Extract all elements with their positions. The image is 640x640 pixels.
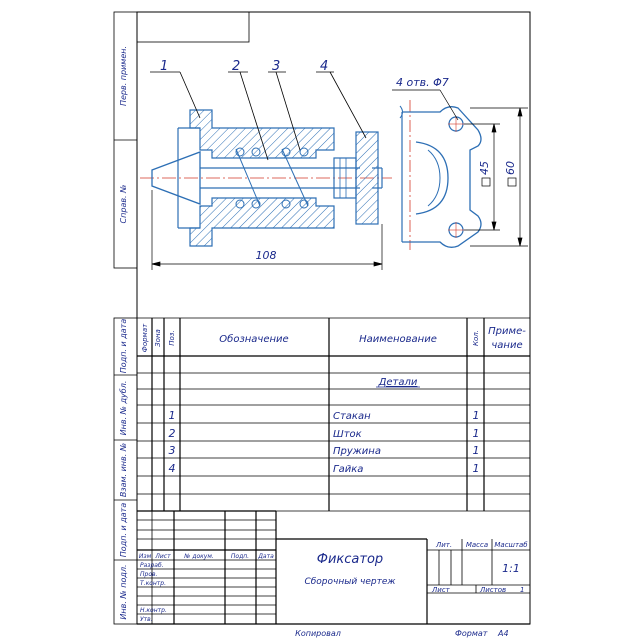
spec-section-title: Детали — [378, 377, 418, 388]
spec-row-qty: 1 — [473, 427, 480, 440]
spec-row-qty: 1 — [473, 409, 480, 422]
spec-row-3: 3 Пружина 1 — [169, 444, 480, 457]
tb-listov-label: Листов — [479, 586, 506, 594]
holes-note: 4 отв. Φ7 — [396, 76, 449, 89]
leader-label-2: 2 — [232, 59, 240, 74]
tb-list-label: Лист — [431, 586, 451, 594]
tb-header-doc: № докум. — [183, 553, 214, 560]
tb-header-data: Дата — [257, 553, 274, 560]
dimension-45: 45 — [478, 161, 491, 175]
side-labels: Перв. примен. Справ. № Подп. и дата Инв.… — [119, 46, 128, 620]
spec-row-pos: 4 — [169, 462, 176, 475]
spec-header-zone: Зона — [154, 329, 162, 347]
specification-table — [137, 317, 530, 512]
side-label-column — [114, 139, 137, 561]
spec-row-pos: 1 — [169, 409, 176, 422]
side-label-perv-primen: Перв. примен. — [119, 46, 128, 106]
leader-label-3: 3 — [272, 59, 280, 74]
tb-role-razrab: Разраб. — [140, 562, 164, 569]
tb-role-prov: Пров. — [140, 571, 158, 578]
title-block-roles: Разраб. Пров. Т.контр. Н.контр. Утв. — [140, 562, 167, 623]
spec-header-pos: Поз. — [168, 330, 176, 346]
side-label-sprav-no: Справ. № — [119, 185, 128, 224]
spec-header-name: Наименование — [359, 334, 437, 345]
dimension-60: 60 — [504, 161, 517, 175]
side-label-podp-data-top: Подп. и дата — [119, 319, 128, 374]
document-title: Фиксатор — [317, 552, 383, 567]
tb-lit-label: Лит. — [435, 541, 452, 549]
spec-row-4: 4 Гайка 1 — [169, 462, 480, 475]
spec-header-format: Формат — [141, 323, 149, 352]
dimension-length-value: 108 — [256, 249, 277, 262]
spec-row-qty: 1 — [473, 444, 480, 457]
spec-row-2: 2 Шток 1 — [169, 427, 480, 440]
spec-header-note-2: чание — [491, 340, 522, 351]
part-1-housing — [177, 109, 335, 247]
side-label-podp-data-bottom: Подп. и дата — [119, 503, 128, 558]
dimension-length — [151, 190, 383, 270]
tb-role-nkontr: Н.контр. — [140, 607, 167, 614]
part-3-spring — [235, 147, 309, 209]
part-2-rod — [200, 167, 360, 189]
tb-role-tkontr: Т.контр. — [140, 580, 166, 587]
spec-header-row: Формат Зона Поз. Обозначение Наименовани… — [141, 323, 526, 352]
assembly-section-view: 1 2 3 4 108 — [140, 59, 392, 270]
tb-role-utv: Утв. — [140, 616, 153, 623]
spec-header-designation: Обозначение — [219, 333, 288, 345]
leader-label-1: 1 — [160, 59, 168, 74]
title-block-header: Изм Лист № докум. Подп. Дата — [139, 553, 274, 560]
tb-header-list: Лист — [154, 553, 171, 560]
tb-massa-label: Масса — [466, 541, 488, 549]
side-label-inv-dubl: Инв. № дубл. — [119, 381, 128, 436]
spec-row-1: 1 Стакан 1 — [169, 409, 480, 422]
spec-header-note-1: Приме- — [488, 326, 526, 337]
tb-header-izm: Изм — [139, 553, 152, 560]
spec-row-name: Стакан — [333, 411, 371, 422]
spec-row-pos: 2 — [169, 427, 176, 440]
spec-row-name: Шток — [333, 429, 362, 440]
side-label-inv-podl: Инв. № подл. — [119, 564, 128, 619]
footer-kopiroval: Копировал — [295, 629, 341, 638]
title-block — [137, 510, 530, 625]
footer-format-value: А4 — [497, 629, 509, 638]
part-4-nut — [333, 131, 383, 225]
flange-dimensions — [464, 107, 528, 247]
leader-lines — [150, 71, 367, 161]
tb-masshtab-label: Масштаб — [494, 541, 528, 549]
tb-listov-value: 1 — [520, 586, 524, 594]
spec-row-qty: 1 — [473, 462, 480, 475]
spec-header-qty: Кол. — [472, 330, 480, 346]
flange-side-view: 4 отв. Φ7 45 60 — [392, 76, 528, 250]
side-label-vzam-inv: Взам. инв. № — [119, 443, 128, 497]
spec-row-name: Пружина — [333, 446, 381, 457]
leader-label-4: 4 — [320, 59, 328, 74]
spec-row-pos: 3 — [169, 444, 176, 457]
footer-format-label: Формат — [455, 629, 488, 638]
tb-header-podp: Подп. — [231, 553, 249, 560]
tb-scale-value: 1:1 — [502, 562, 520, 575]
spec-row-name: Гайка — [333, 464, 363, 475]
document-subtitle: Сборочный чертеж — [304, 577, 396, 587]
